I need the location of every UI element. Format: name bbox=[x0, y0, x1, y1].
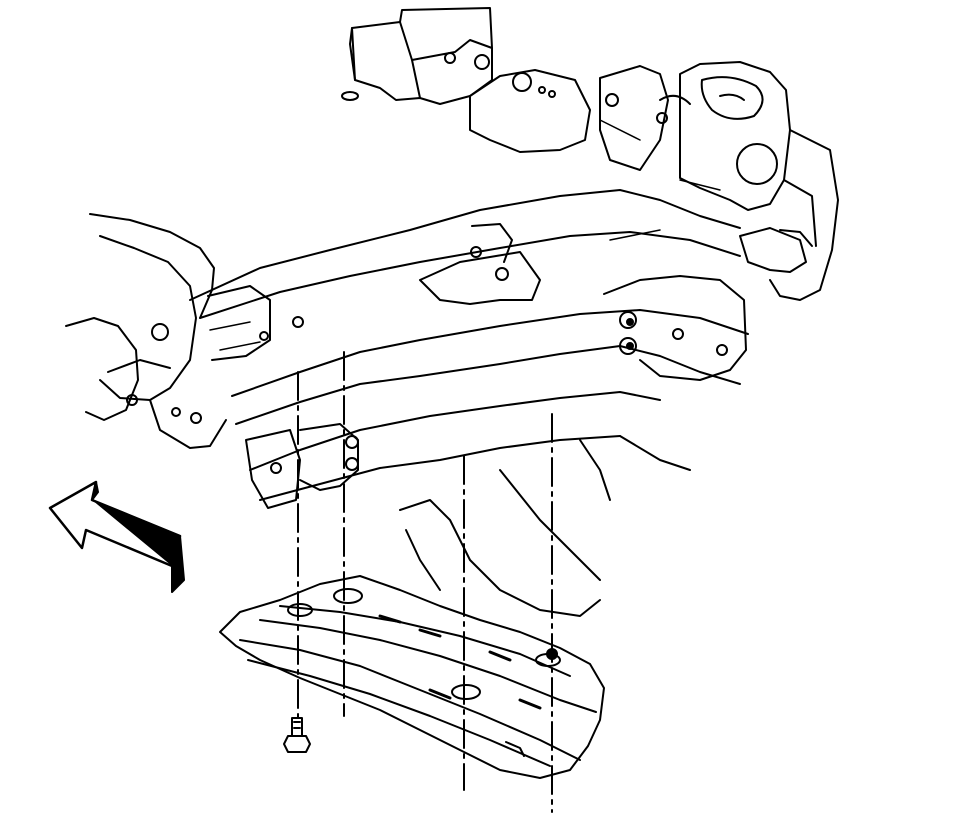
skid-plate bbox=[219, 575, 605, 779]
left-frame-rail bbox=[89, 213, 215, 319]
right-frame-rail bbox=[769, 129, 839, 301]
fastener-centerlines bbox=[297, 351, 553, 813]
frame-assembly bbox=[65, 7, 839, 617]
upper-bracket bbox=[351, 21, 493, 105]
center-bracket bbox=[469, 69, 591, 153]
right-mount bbox=[599, 65, 669, 171]
plate-nuts bbox=[546, 318, 634, 660]
crossmember-top bbox=[189, 189, 741, 301]
direction-arrow-icon bbox=[48, 480, 185, 593]
bolt bbox=[283, 717, 311, 753]
